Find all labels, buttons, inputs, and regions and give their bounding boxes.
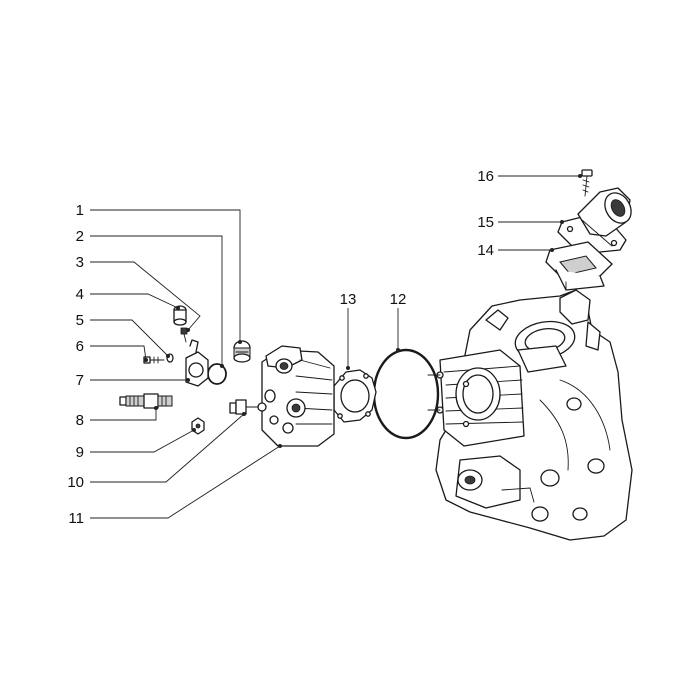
callout-6: 6: [76, 338, 84, 355]
callout-9: 9: [76, 444, 84, 461]
callout-14: 14: [477, 242, 494, 259]
callout-15: 15: [477, 214, 494, 231]
part-8-spark-plug: [119, 393, 173, 409]
callout-leaders: [90, 174, 582, 519]
callout-8: 8: [76, 412, 84, 429]
part-11-cylinder-head: [261, 345, 335, 447]
callout-11: 11: [68, 510, 84, 527]
callout-7: 7: [76, 372, 84, 389]
part-14-reed-valve: [545, 241, 613, 291]
callout-4: 4: [76, 286, 84, 303]
part-1-thermostat: [233, 340, 251, 363]
cylinder: [427, 349, 525, 447]
part-12-o-ring: [372, 348, 440, 440]
part-10-bleed-screw: [229, 399, 267, 415]
callout-2: 2: [76, 228, 84, 245]
callout-labels: 1 2 3 4 5 6 7 8 9 10 11 12 13 14 15 16: [67, 168, 494, 527]
part-16-screw: [581, 169, 593, 197]
callout-3: 3: [76, 254, 84, 271]
callout-13: 13: [340, 291, 357, 308]
part-15-intake-manifold: [557, 187, 632, 255]
part-7-thermostat-cover: [185, 339, 209, 387]
callout-1: 1: [76, 202, 84, 219]
callout-10: 10: [67, 474, 84, 491]
part-13-head-gasket: [333, 369, 377, 423]
callout-12: 12: [390, 291, 407, 308]
callout-16: 16: [477, 168, 494, 185]
part-4-temperature-sender: [173, 305, 187, 326]
callout-5: 5: [76, 312, 84, 329]
